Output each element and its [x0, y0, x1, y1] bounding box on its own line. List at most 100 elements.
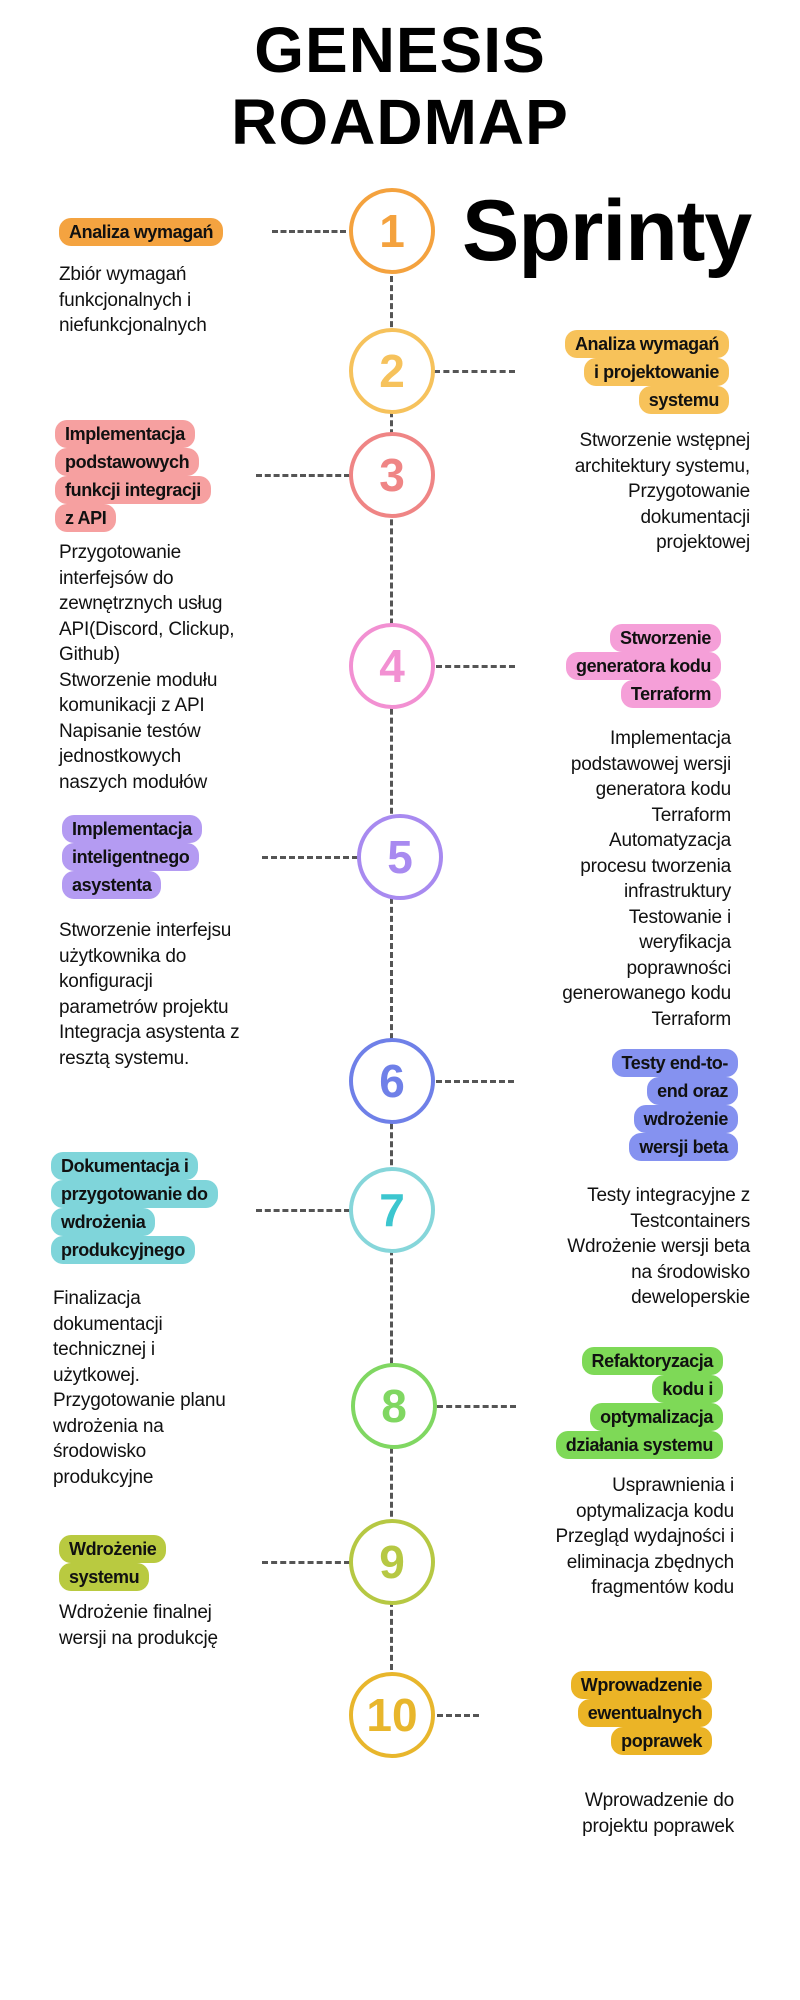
sprint-title-line: Wprowadzenie	[570, 1671, 712, 1699]
description-line: projektowej	[656, 532, 750, 553]
title-line-row: podstawowych	[55, 448, 211, 476]
title-line-row: Wdrożenie	[59, 1535, 167, 1563]
description-line: Terraform	[651, 804, 732, 826]
title-line-row: ewentualnych	[571, 1699, 712, 1727]
description-line: projektu poprawek	[582, 1815, 734, 1837]
sprint-title-line: kodu i	[652, 1375, 723, 1403]
title-line-row: Implementacja	[55, 420, 211, 448]
sprint-title-line: wdrożenia	[51, 1208, 156, 1236]
description-line: generowanego kodu	[562, 983, 731, 1004]
sprint-title-line: inteligentnego	[62, 843, 200, 871]
description-line: Stworzenie modułu	[59, 669, 218, 691]
title-line-row: generatora kodu	[565, 652, 721, 680]
title-line-row: Implementacja	[62, 815, 202, 843]
sprint-number: 10	[366, 1689, 418, 1741]
sprint-number: 1	[379, 205, 405, 257]
connector-line	[436, 665, 515, 668]
description-line: Przygotowanie	[627, 481, 750, 502]
title-line-row: wdrożenia	[51, 1208, 218, 1236]
sprint-title-line: ewentualnych	[577, 1699, 712, 1727]
title-line-row: z API	[55, 504, 211, 532]
description-line: Napisanie testów	[59, 720, 201, 742]
sprint-title-line: end oraz	[647, 1077, 738, 1105]
description-line: dokumentacji	[640, 506, 750, 528]
description-line: generatora kodu	[595, 779, 732, 800]
connector-line	[437, 1405, 516, 1408]
sprint-number-circle: 6	[349, 1038, 435, 1124]
description-line: zewnętrznych usług	[59, 593, 223, 614]
connector-line	[436, 1080, 514, 1083]
description-line: fragmentów kodu	[591, 1577, 734, 1598]
sprint-title-line: optymalizacja	[590, 1403, 723, 1431]
description-line: użytkownika do	[59, 945, 187, 967]
sprint-number: 9	[379, 1536, 405, 1588]
sprint-description: Wdrożenie finalnej wersji na produkcję	[59, 1600, 218, 1651]
description-line: Wprowadzenie do	[584, 1790, 734, 1811]
title-line-row: Analiza wymagań	[564, 330, 729, 358]
sprint-number: 3	[379, 449, 405, 501]
description-line: niefunkcjonalnych	[59, 315, 207, 336]
connector-line	[437, 1714, 479, 1717]
description-line: deweloperskie	[631, 1287, 750, 1308]
sprint-title-line: systemu	[59, 1563, 150, 1591]
connector-line	[256, 1209, 350, 1212]
sprint-number: 5	[387, 831, 413, 883]
sprint-title-line: Implementacja	[62, 815, 202, 843]
sprint-title-line: Implementacja	[55, 420, 195, 448]
title-line-row: Stworzenie	[566, 624, 721, 652]
description-line: Stworzenie wstępnej	[579, 430, 751, 451]
sprint-description: Wprowadzenie do projektu poprawek	[582, 1788, 734, 1839]
description-line: Wdrożenie finalnej	[59, 1602, 212, 1623]
sprint-number-circle: 9	[349, 1519, 435, 1605]
sprint-number-circle: 3	[349, 432, 435, 518]
sprint-title-line: funkcji integracji	[55, 476, 211, 504]
description-line: Integracja asystenta z	[59, 1022, 240, 1043]
sprint-title-line: z API	[55, 504, 117, 532]
sprint-title-line: podstawowych	[55, 448, 200, 476]
description-line: Usprawnienia i	[612, 1475, 734, 1496]
description-line: eliminacja zbędnych	[566, 1551, 734, 1573]
title-line-row: kodu i	[556, 1375, 723, 1403]
connector-line	[262, 856, 358, 859]
title-line-row: wdrożenie	[612, 1105, 738, 1133]
description-line: infrastruktury	[623, 881, 731, 902]
description-line: na środowisko	[631, 1261, 750, 1283]
title-line-row: Terraform	[566, 680, 721, 708]
description-line: użytkowej.	[53, 1364, 140, 1386]
description-line: Implementacja	[610, 728, 731, 749]
description-line: poprawności	[626, 957, 732, 979]
title-line-row: funkcji integracji	[55, 476, 211, 504]
sprint-number: 6	[379, 1055, 405, 1107]
sprint-number-circle: 2	[349, 328, 435, 414]
title-line-row: wersji beta	[612, 1133, 738, 1161]
description-line: Terraform	[651, 1008, 732, 1030]
sprint-title-line: Terraform	[620, 680, 721, 708]
connector-line	[434, 370, 515, 373]
title-line-1: GENESIS	[254, 14, 546, 86]
description-line: podstawowej wersji	[570, 753, 731, 775]
title-line-row: inteligentnego	[62, 843, 202, 871]
description-line: technicznej i	[53, 1339, 155, 1360]
description-line: architektury systemu,	[574, 455, 751, 477]
sprint-number-circle: 8	[351, 1363, 437, 1449]
title-line-row: systemu	[59, 1563, 166, 1591]
sprint-title-line: Analiza wymagań	[59, 218, 224, 246]
description-line: Stworzenie interfejsu	[59, 920, 232, 941]
title-line-row: optymalizacja	[556, 1403, 723, 1431]
description-line: Wdrożenie wersji beta	[567, 1236, 750, 1257]
description-line: produkcyjne	[53, 1466, 154, 1488]
sprint-title-line: i projektowanie	[583, 358, 729, 386]
description-line: wersji na produkcję	[59, 1627, 218, 1649]
